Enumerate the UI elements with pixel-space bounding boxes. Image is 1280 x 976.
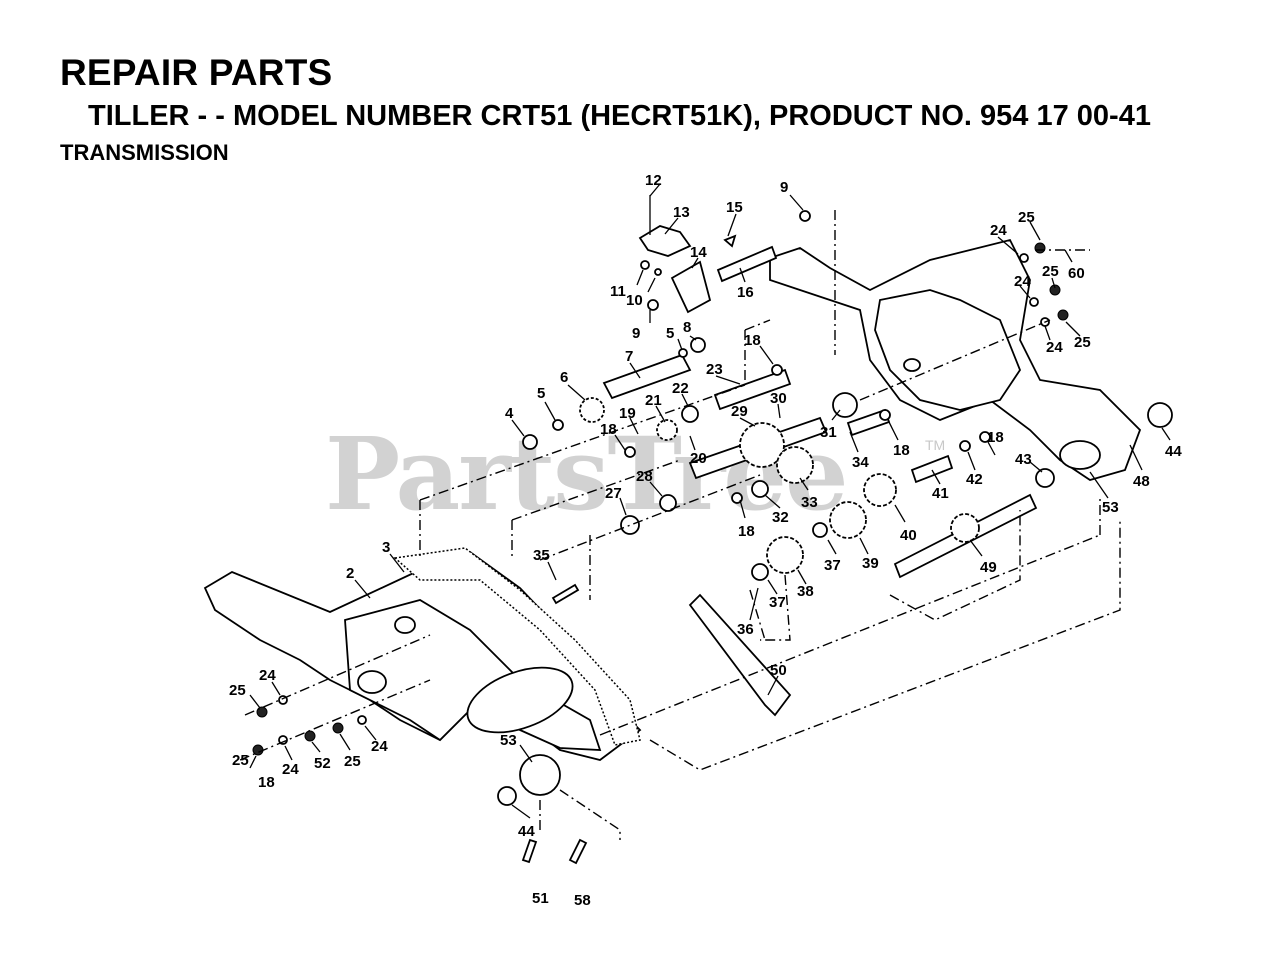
page-subtitle: TILLER - - MODEL NUMBER CRT51 (HECRT51K)… (88, 100, 1151, 132)
callout-label: 48 (1133, 473, 1150, 490)
callout-label: 20 (690, 450, 707, 467)
callout-label: 37 (824, 557, 841, 574)
gears (497, 210, 1173, 806)
callout-label: 8 (683, 319, 691, 336)
callout-label: 38 (797, 583, 814, 600)
callout-label: 10 (626, 292, 643, 309)
callout-label: 25 (232, 752, 249, 769)
callout-label: 52 (314, 755, 331, 772)
callout-label: 5 (666, 325, 674, 342)
callout-label: 60 (1068, 265, 1085, 282)
callout-label: 41 (932, 485, 949, 502)
callout-label: 25 (1074, 334, 1091, 351)
callout-label: 30 (770, 390, 787, 407)
callout-label: 44 (518, 823, 535, 840)
callout-label: 6 (560, 369, 568, 386)
callout-label: 24 (371, 738, 388, 755)
callout-label: 53 (500, 732, 517, 749)
callout-label: 39 (862, 555, 879, 572)
callout-label: 28 (636, 468, 653, 485)
callout-label: 21 (645, 392, 662, 409)
callout-label: 29 (731, 403, 748, 420)
callout-label: 50 (770, 662, 787, 679)
callout-label: 25 (1042, 263, 1059, 280)
callout-label: 15 (726, 199, 743, 216)
callout-label: 24 (1014, 273, 1031, 290)
callout-label: 44 (1165, 443, 1182, 460)
callout-label: 33 (801, 494, 818, 511)
callout-label: 37 (769, 594, 786, 611)
callout-label: 25 (1018, 209, 1035, 226)
callout-label: 58 (574, 892, 591, 909)
callout-label: 16 (737, 284, 754, 301)
callout-label: 25 (344, 753, 361, 770)
drive-chain (688, 593, 792, 717)
callout-label: 31 (820, 424, 837, 441)
callout-label: 13 (673, 204, 690, 221)
left-housing (203, 547, 642, 761)
callout-label: 14 (690, 244, 707, 261)
callout-label: 2 (346, 565, 354, 582)
page-title: REPAIR PARTS (60, 52, 333, 93)
callout-label: 5 (537, 385, 545, 402)
callout-label: 4 (505, 405, 514, 422)
callout-label: 25 (229, 682, 246, 699)
callout-label: 35 (533, 547, 550, 564)
callout-label: 24 (990, 222, 1007, 239)
callout-label: 23 (706, 361, 723, 378)
callout-label: 11 (610, 283, 626, 300)
callout-label: 7 (625, 348, 633, 365)
callout-label: 43 (1015, 451, 1032, 468)
callout-label: 36 (737, 621, 754, 638)
callout-labels: 12 13 15 9 14 11 10 16 9 5 8 7 6 5 4 18 … (229, 172, 1182, 909)
callout-label: 18 (600, 421, 617, 438)
leader-lines (249, 183, 1171, 819)
section-title: TRANSMISSION (60, 140, 229, 165)
callout-label: 9 (632, 325, 640, 342)
callout-label: 18 (744, 332, 761, 349)
callout-label: 49 (980, 559, 997, 576)
callout-label: 22 (672, 380, 689, 397)
callout-label: 34 (852, 454, 869, 471)
callout-label: 18 (258, 774, 275, 791)
callout-label: 24 (1046, 339, 1063, 356)
callout-label: 32 (772, 509, 789, 526)
callout-label: 18 (738, 523, 755, 540)
callout-label: 42 (966, 471, 983, 488)
callout-label: 40 (900, 527, 917, 544)
callout-label: 9 (780, 179, 788, 196)
hardware (252, 242, 1069, 865)
callout-label: 19 (619, 405, 636, 422)
watermark-trademark: TM (925, 437, 946, 453)
guide-lines (239, 210, 1121, 840)
callout-label: 24 (259, 667, 276, 684)
callout-label: 51 (532, 890, 549, 907)
callout-label: 12 (645, 172, 662, 189)
callout-label: 27 (605, 485, 622, 502)
callout-label: 18 (893, 442, 910, 459)
callout-label: 53 (1102, 499, 1119, 516)
shift-assembly (638, 195, 737, 314)
callout-label: 24 (282, 761, 299, 778)
callout-label: 18 (987, 429, 1004, 446)
callout-label: 3 (382, 539, 390, 556)
